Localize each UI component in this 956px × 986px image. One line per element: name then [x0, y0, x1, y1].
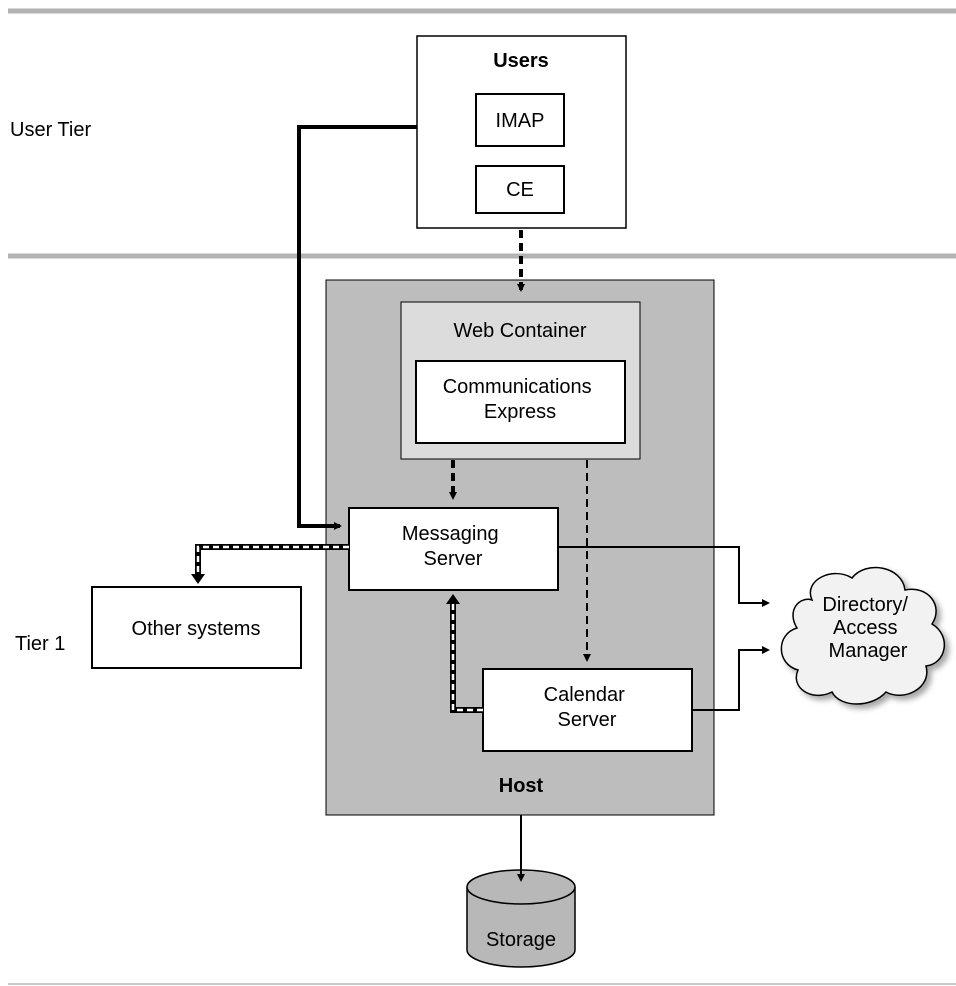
storage-cylinder: Storage	[466, 869, 576, 968]
web-container: Web Container Communications Express	[400, 301, 641, 460]
users-title: Users	[493, 50, 549, 72]
calendar-server-label: Calendar Server	[544, 684, 631, 731]
cloud-shape	[780, 566, 946, 705]
other-systems-label: Other systems	[132, 618, 261, 640]
messaging-server-box: Messaging Server	[348, 507, 559, 591]
messaging-to-other-systems-arrow	[191, 544, 349, 584]
host-label: Host	[499, 775, 544, 797]
user-tier-label: User Tier	[10, 119, 91, 141]
messaging-server-label: Messaging Server	[402, 523, 504, 570]
communications-express-box	[415, 360, 626, 444]
ce-box	[475, 165, 565, 214]
directory-cloud: Directory/ Access Manager	[780, 566, 946, 705]
ce-label: CE	[506, 179, 534, 201]
web-container-label: Web Container	[453, 320, 586, 342]
communications-express-label: Communications Express	[443, 376, 598, 423]
calendar-to-directory-arrow	[692, 646, 770, 711]
imap-to-messaging-arrow	[297, 125, 417, 530]
other-systems-box: Other systems	[91, 586, 302, 669]
calendar-server-box: Calendar Server	[482, 668, 693, 752]
messaging-to-directory-arrow	[558, 546, 770, 607]
tier1-label: Tier 1	[15, 633, 65, 655]
imap-box	[475, 93, 565, 147]
calendar-to-messaging-arrow	[446, 594, 483, 713]
storage-label: Storage	[486, 929, 556, 951]
directory-label: Directory/ Access Manager	[822, 594, 913, 662]
users-box: Users IMAP CE	[416, 35, 627, 229]
imap-label: IMAP	[496, 110, 545, 132]
